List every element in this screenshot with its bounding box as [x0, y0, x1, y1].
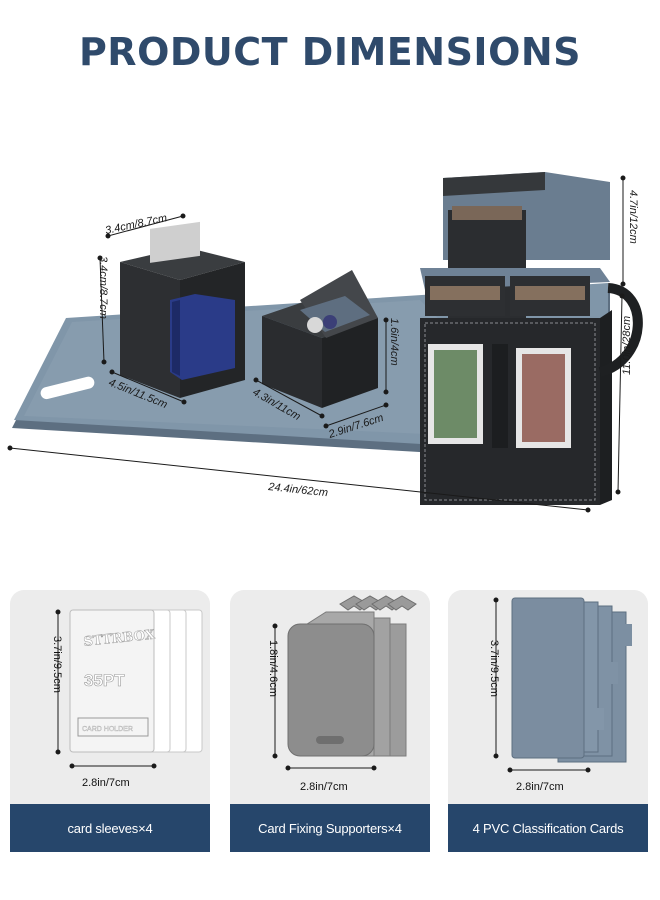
pvc-height-label: 3.7in/9.5cm [488, 640, 500, 697]
supporter-width-label: 2.8in/7cm [300, 781, 348, 793]
classification-cards-caption: 4 PVC Classification Cards [448, 804, 648, 852]
card-supporter-front [287, 623, 375, 757]
dice-box [262, 270, 378, 408]
card-supporters-stack [287, 595, 417, 757]
card-sleeves-caption: card sleeves×4 [10, 804, 210, 852]
deck-box-height-label: 3.4cm/8.7cm [97, 256, 109, 319]
card-thickness: 35PT [84, 671, 125, 690]
dice-box-height-label: 1.6in/4cm [388, 318, 400, 366]
dimension-lines [7, 175, 626, 513]
mat-length-label: 24.4in/62cm [267, 481, 329, 499]
product-illustration: 3.4cm/8.7cm 3.4cm/8.7cm 4.5in/11.5cm 4.3… [7, 172, 643, 513]
deck-box [120, 221, 245, 398]
supporter-height-label: 1.8in/4.6cm [267, 640, 279, 697]
card-holder-text: CARD HOLDER [82, 726, 133, 733]
card-sleeves-panel: STTRBOX 35PT CARD HOLDER 3.7in/9.5cm 2.8… [10, 590, 210, 852]
storage-box [420, 172, 643, 505]
sleeve-height-label: 3.7in/9.5cm [51, 636, 63, 693]
card-fixing-caption: Card Fixing Supporters×4 [230, 804, 430, 852]
mat-handle-cutout [40, 376, 95, 400]
card-sleeves-stack [69, 609, 203, 753]
page-title: PRODUCT DIMENSIONS [78, 30, 582, 74]
card-fixing-panel: 1.8in/4.6cm 2.8in/7cm Card Fixing Suppor… [230, 590, 430, 852]
pvc-width-label: 2.8in/7cm [516, 781, 564, 793]
card-sleeve-front [69, 609, 155, 753]
mat-depth-label: 11.0in/28cm [621, 316, 633, 375]
sleeve-width-label: 2.8in/7cm [82, 777, 130, 789]
classification-cards-panel: 3.7in/9.5cm 2.8in/7cm 4 PVC Classificati… [448, 590, 648, 852]
storage-height-label: 4.7in/12cm [627, 190, 639, 244]
classification-card-front [511, 597, 585, 759]
classification-cards-stack [511, 597, 632, 763]
